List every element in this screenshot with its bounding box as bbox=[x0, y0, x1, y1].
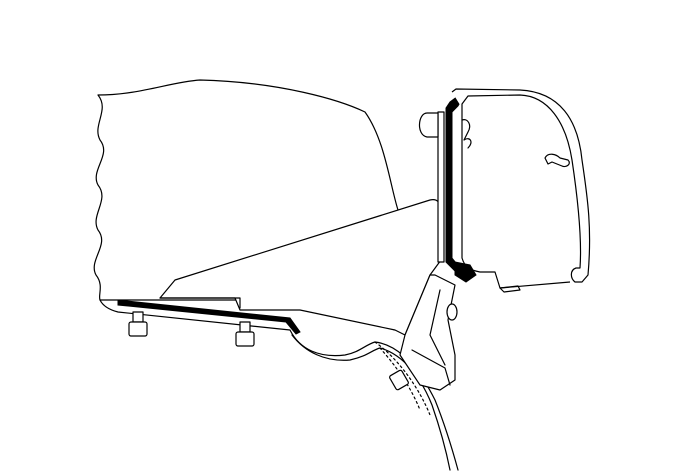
mounting-rail bbox=[117, 299, 301, 335]
adapter-wedge bbox=[159, 199, 442, 336]
bolt-lower bbox=[389, 369, 409, 391]
bracket-nut bbox=[446, 303, 458, 321]
cassette-bottom-lip bbox=[499, 285, 521, 293]
bolt-left bbox=[128, 311, 148, 337]
adapter-wedge-base bbox=[159, 297, 241, 309]
awning-cassette bbox=[451, 88, 591, 289]
black-profile-strip bbox=[445, 95, 464, 273]
bolt-middle bbox=[235, 321, 255, 347]
bottom-clamp bbox=[454, 261, 477, 283]
wall-bracket bbox=[437, 111, 445, 263]
screw-head bbox=[418, 112, 439, 138]
lower-bracket-detail bbox=[411, 289, 451, 386]
roof-lower-contour bbox=[99, 299, 459, 471]
cassette-inner-clip bbox=[461, 119, 472, 149]
cassette-inner-hook bbox=[544, 153, 570, 168]
